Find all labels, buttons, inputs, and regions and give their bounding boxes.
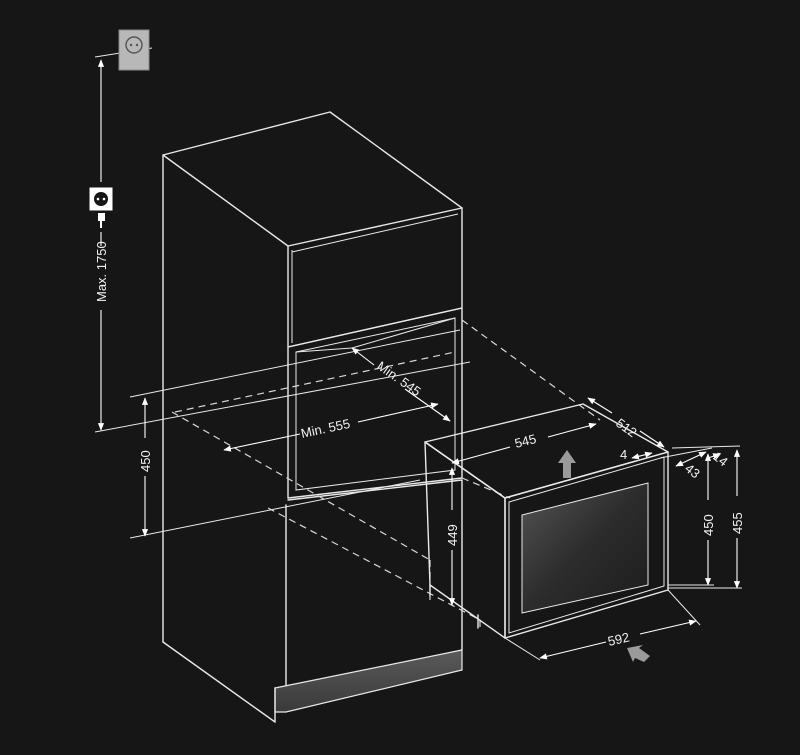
front-height-450-label: 450 xyxy=(701,514,716,536)
max-height-label: Max. 1750 xyxy=(94,241,109,302)
min-width-label: Min. 555 xyxy=(300,416,352,441)
plug-socket-icon xyxy=(89,187,113,228)
tall-cabinet xyxy=(162,111,463,723)
dimension-lines xyxy=(97,59,742,661)
airflow-arrow-icon xyxy=(627,645,650,662)
reference-lines xyxy=(94,47,471,539)
depth-512-label: 512 xyxy=(613,415,639,440)
offset-14-label: 14 xyxy=(710,449,731,470)
airflow-arrow-icon xyxy=(558,450,576,478)
offset-43-label: 43 xyxy=(682,461,703,482)
offset-4-label: 4 xyxy=(620,447,627,462)
power-outlet-icon xyxy=(118,29,150,71)
unit-height-label: 449 xyxy=(445,524,460,546)
front-height-455-label: 455 xyxy=(730,512,745,534)
niche-height-label: 450 xyxy=(138,450,153,472)
depth-545-label: 545 xyxy=(513,431,538,451)
front-width-label: 592 xyxy=(606,629,631,648)
